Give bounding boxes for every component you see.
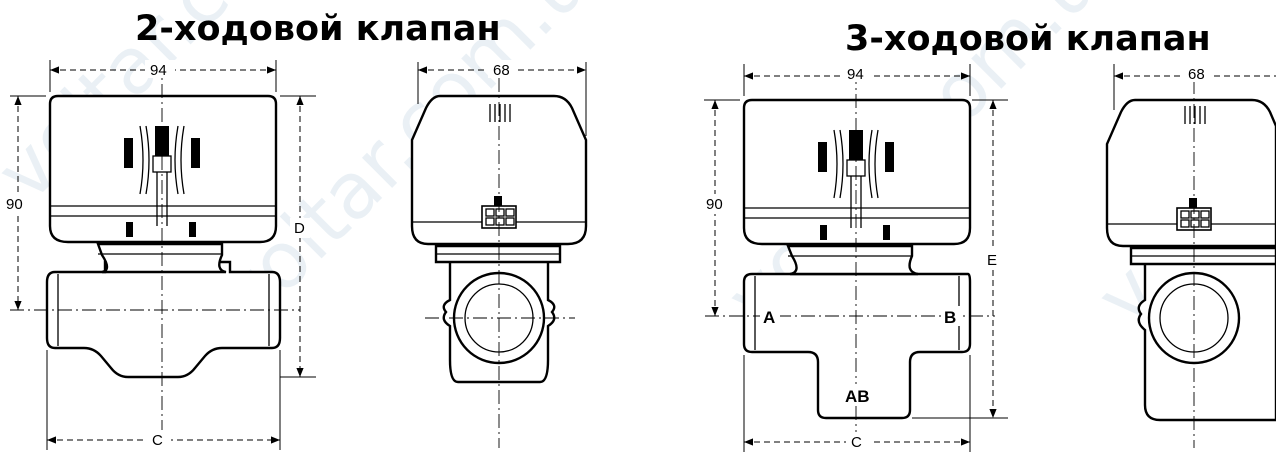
actuator-housing [742, 98, 972, 246]
dimension-label-width: 68 [1188, 66, 1205, 83]
valve-neck [786, 244, 919, 276]
three-way-side-view: 68 [1105, 64, 1276, 448]
dimension-label-length: C [152, 432, 163, 449]
valve-body [45, 260, 282, 379]
port-label-a: A [763, 308, 775, 327]
port-label-b: B [944, 308, 956, 327]
dimension-label-total-height: D [294, 220, 305, 237]
valve-body [742, 272, 972, 420]
actuator-housing [48, 94, 278, 244]
dimension-label-length: C [851, 434, 862, 451]
three-way-valve-title: 3-ходовой клапан [845, 19, 1211, 59]
port-label-ab: AB [845, 387, 870, 406]
two-way-front-view: 94 90 D C [3, 60, 316, 450]
dimension-label-height: 90 [6, 196, 23, 213]
dimension-label-total-height: E [987, 252, 997, 269]
dimension-label-width: 94 [150, 62, 167, 79]
two-way-side-view: 68 [410, 60, 588, 448]
actuator-housing-side [1105, 98, 1276, 248]
three-way-front-view: A B AB 94 90 E C [702, 64, 1008, 452]
two-way-valve-title: 2-ходовой клапан [135, 9, 501, 49]
dimension-label-width: 94 [847, 66, 864, 83]
dimension-label-width: 68 [493, 62, 510, 79]
vent-slots [489, 104, 511, 122]
vent-slots [1184, 106, 1206, 124]
dimension-label-height: 90 [706, 196, 723, 213]
